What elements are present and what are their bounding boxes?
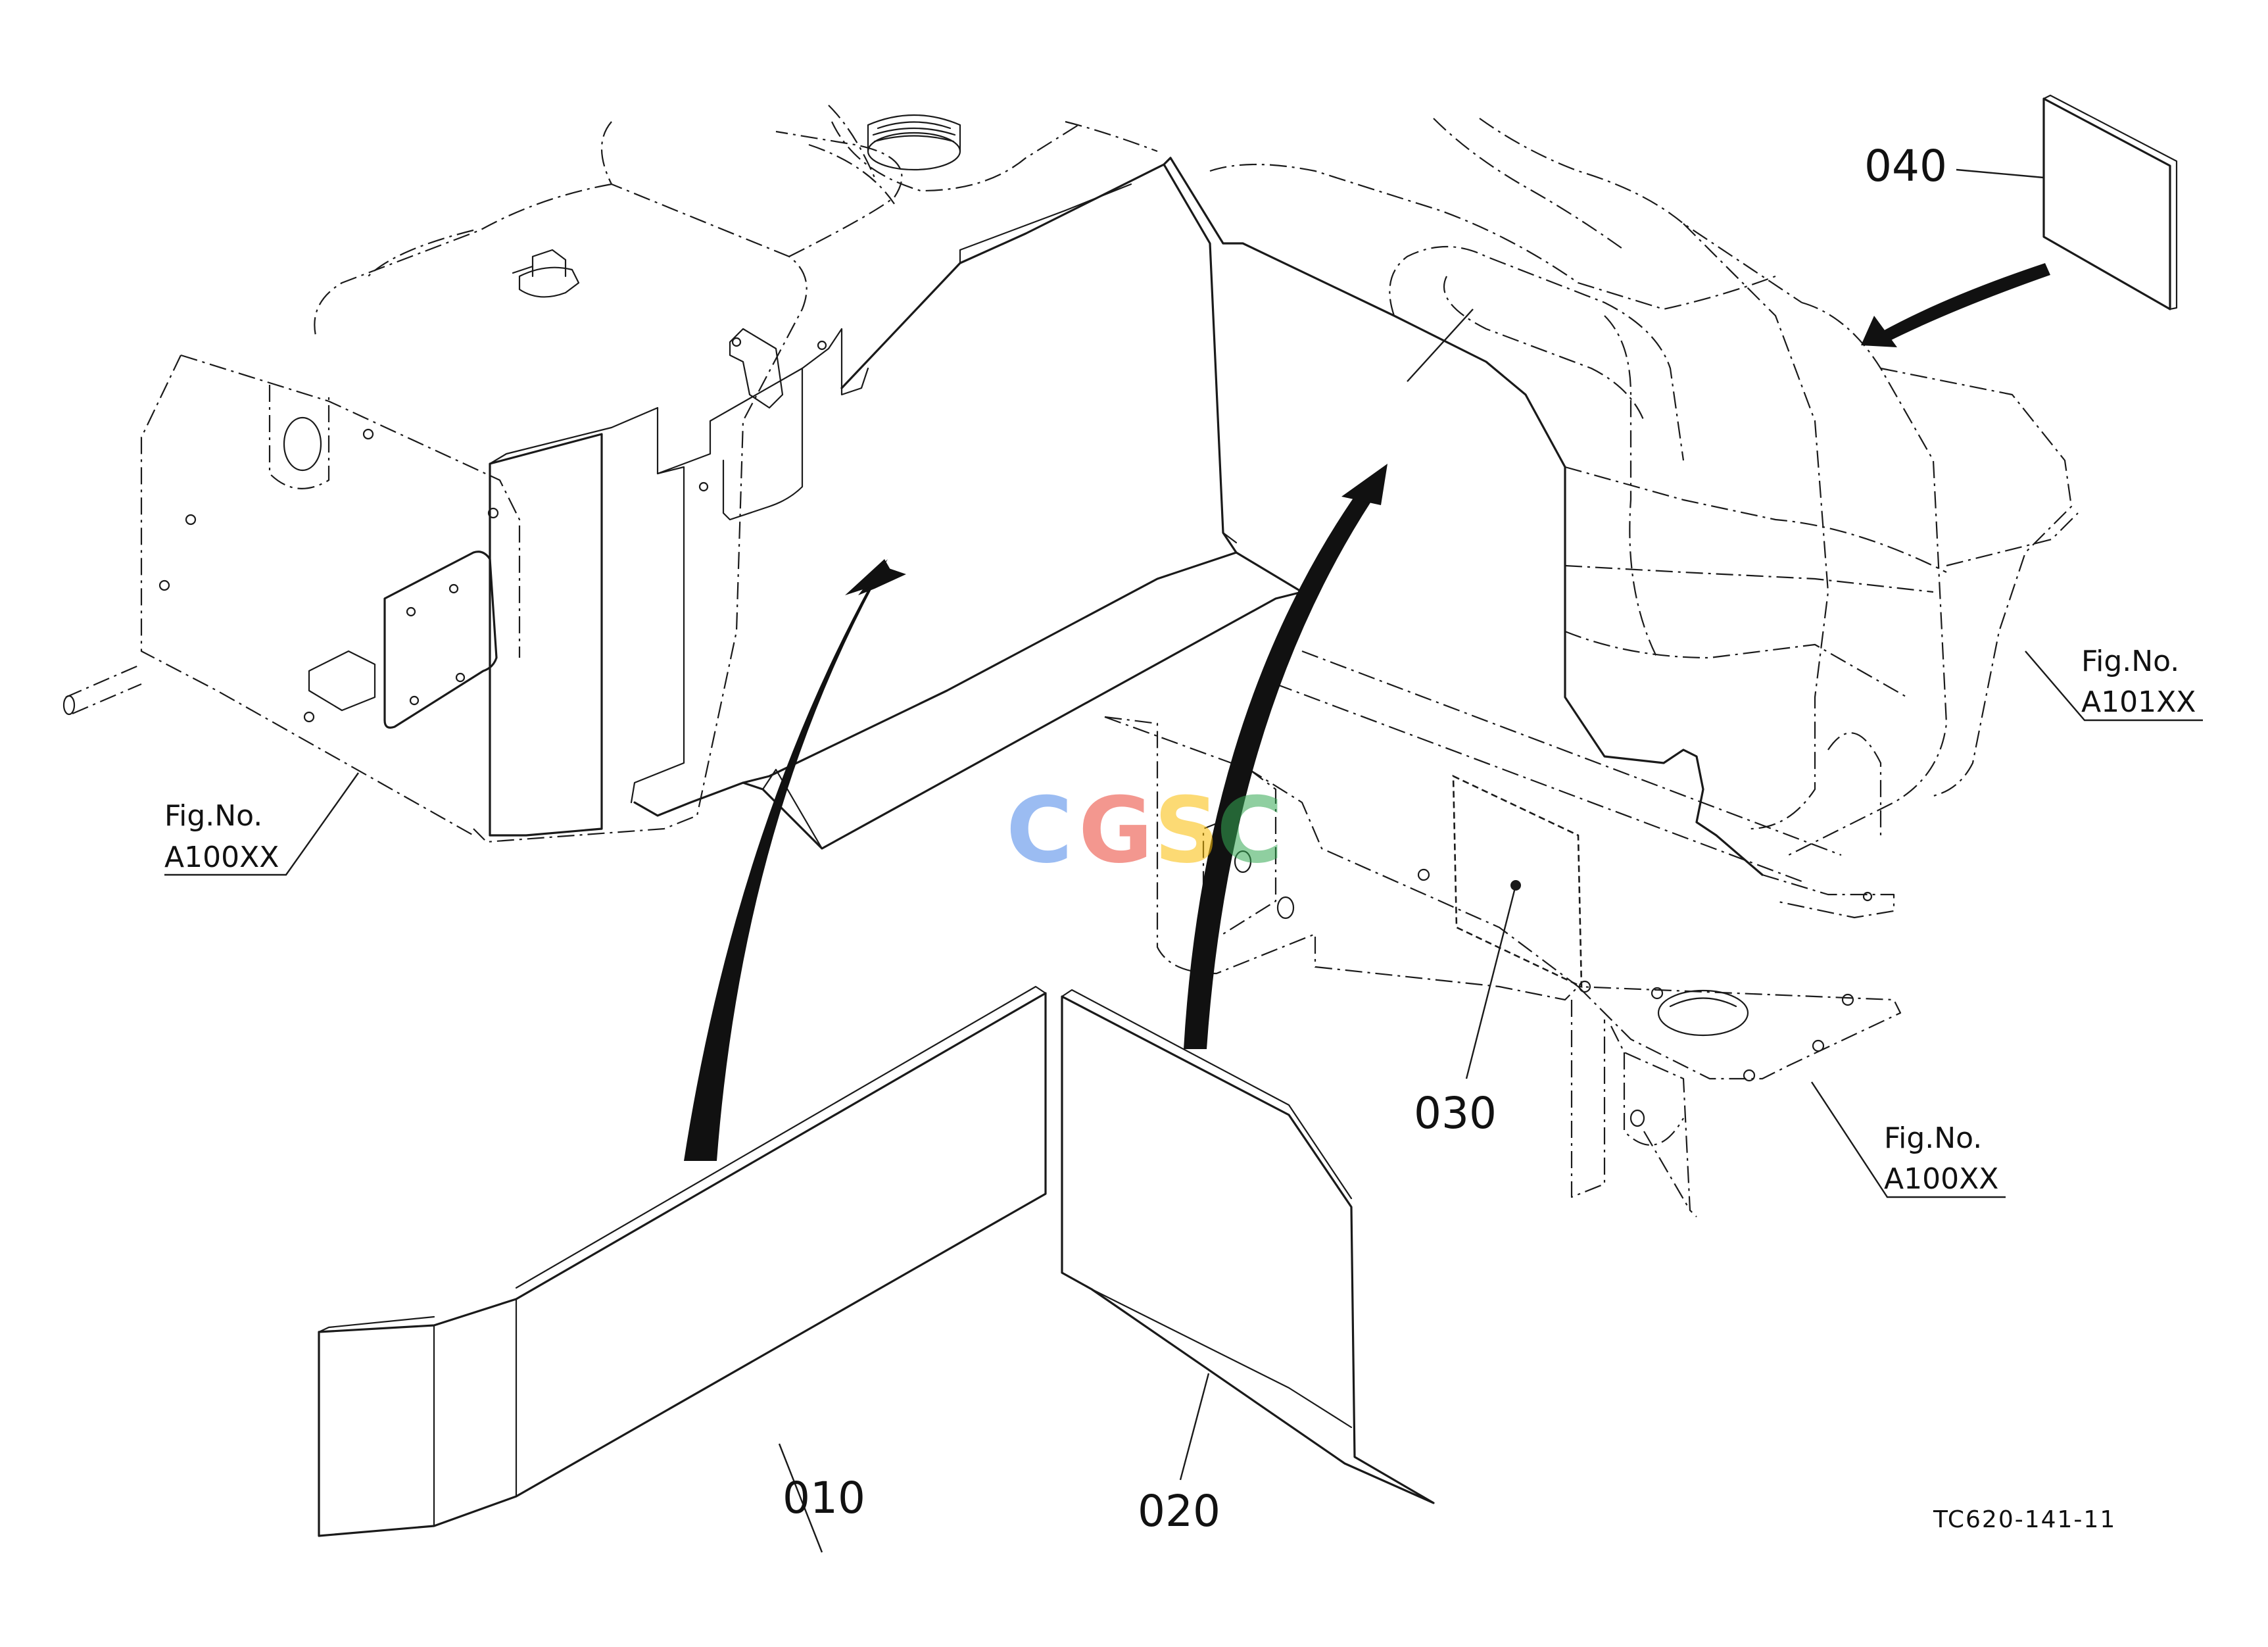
fig-ref-label-right-upper: Fig.No. — [2081, 645, 2179, 678]
callout-040: 040 — [1864, 141, 1947, 191]
watermark-letter-4: C — [1217, 777, 1283, 883]
part-040-label — [2042, 94, 2178, 310]
fig-ref-label-right-lower: Fig.No. — [1884, 1121, 1982, 1155]
fig-ref-number-right-upper: A101XX — [2081, 685, 2196, 719]
left-tank-assembly — [62, 105, 1303, 850]
right-tank-assembly — [1104, 118, 2079, 1217]
watermark-letter-2: G — [1078, 777, 1153, 883]
fig-ref-label-left: Fig.No. — [164, 799, 262, 833]
part-020-pad — [1061, 989, 1435, 1504]
assembly-arrows — [684, 263, 2050, 1161]
callout-010: 010 — [783, 1473, 865, 1523]
watermark-letter-1: C — [1006, 777, 1073, 883]
watermark-letter-3: S — [1154, 777, 1219, 883]
watermark-logo: C G S C — [1006, 777, 1283, 883]
fig-ref-number-left: A100XX — [164, 841, 279, 874]
part-010-pad — [318, 985, 1047, 1537]
leader-lines — [164, 168, 2203, 1553]
callout-020: 020 — [1138, 1486, 1220, 1536]
fig-ref-number-right-lower: A100XX — [1884, 1162, 1998, 1196]
drawing-code: TC620-141-11 — [1933, 1506, 2116, 1533]
callout-030: 030 — [1414, 1088, 1497, 1139]
